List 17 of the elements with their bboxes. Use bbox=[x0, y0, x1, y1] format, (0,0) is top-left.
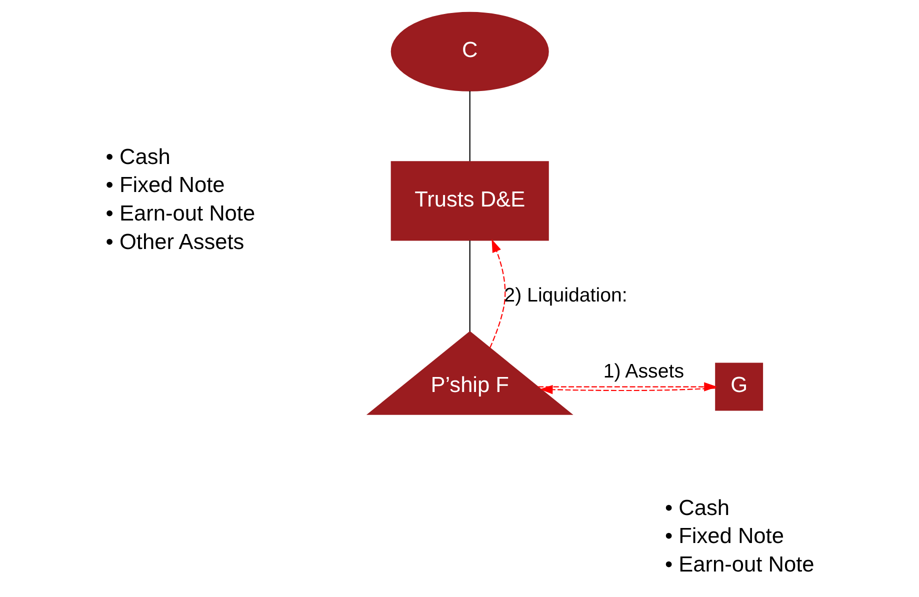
label: • Cash bbox=[106, 144, 170, 169]
label: • Fixed Note bbox=[106, 172, 225, 198]
label: • Fixed Note bbox=[664, 523, 784, 548]
arrow bbox=[489, 239, 506, 348]
label: • Cash bbox=[664, 494, 730, 520]
connector bbox=[469, 91, 470, 162]
label: • Earn-out Note bbox=[664, 552, 814, 577]
node-ellipse: C bbox=[390, 12, 549, 92]
label: • Earn-out Note bbox=[106, 200, 256, 226]
edge-label: 2) Liquidation: bbox=[504, 284, 628, 307]
connector bbox=[469, 240, 470, 332]
node-box: Trusts D&E bbox=[390, 161, 549, 241]
edge-label: 1) Assets bbox=[603, 360, 684, 382]
label: • Other Assets bbox=[106, 228, 244, 254]
arrow bbox=[540, 385, 716, 394]
arrow bbox=[538, 382, 718, 392]
node-box: G bbox=[715, 362, 764, 411]
